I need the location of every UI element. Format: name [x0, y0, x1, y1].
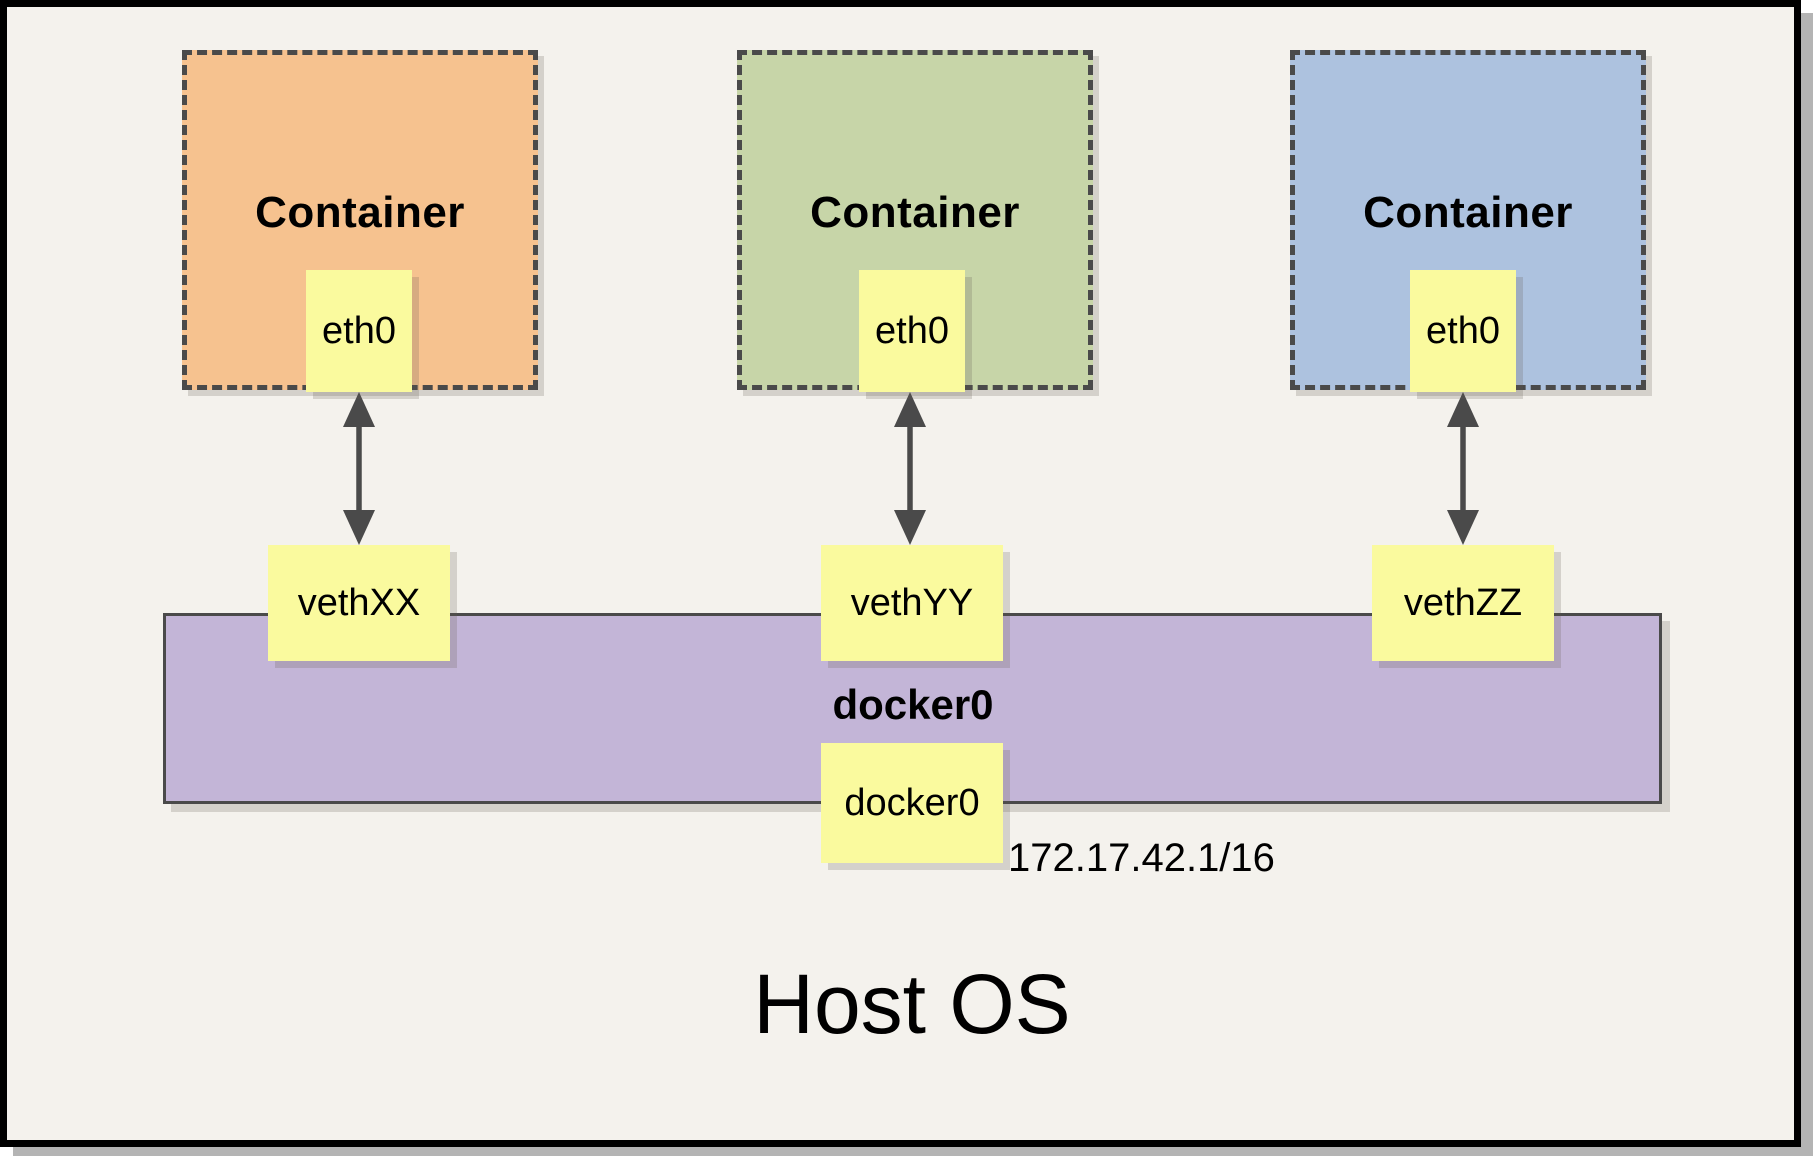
host-os-label: Host OS: [753, 957, 1071, 1051]
eth0-interface-box-1: eth0: [306, 270, 412, 392]
arrow-eth0-to-vethyy-icon: [894, 392, 926, 545]
container-title: Container: [1363, 188, 1573, 237]
vethxx-interface-box: vethXX: [268, 545, 450, 661]
eth0-interface-box-3: eth0: [1410, 270, 1516, 392]
docker0-interface-box: docker0: [821, 743, 1003, 863]
arrow-eth0-to-vethzz-icon: [1447, 392, 1479, 545]
bridge-ip-label: 172.17.42.1/16: [1008, 836, 1275, 880]
container-title: Container: [810, 188, 1020, 237]
vethyy-interface-box: vethYY: [821, 545, 1003, 661]
container-title: Container: [255, 188, 465, 237]
vethzz-interface-box: vethZZ: [1372, 545, 1554, 661]
arrow-eth0-to-vethxx-icon: [343, 392, 375, 545]
docker0-bridge-label: docker0: [832, 681, 994, 728]
eth0-interface-box-2: eth0: [859, 270, 965, 392]
